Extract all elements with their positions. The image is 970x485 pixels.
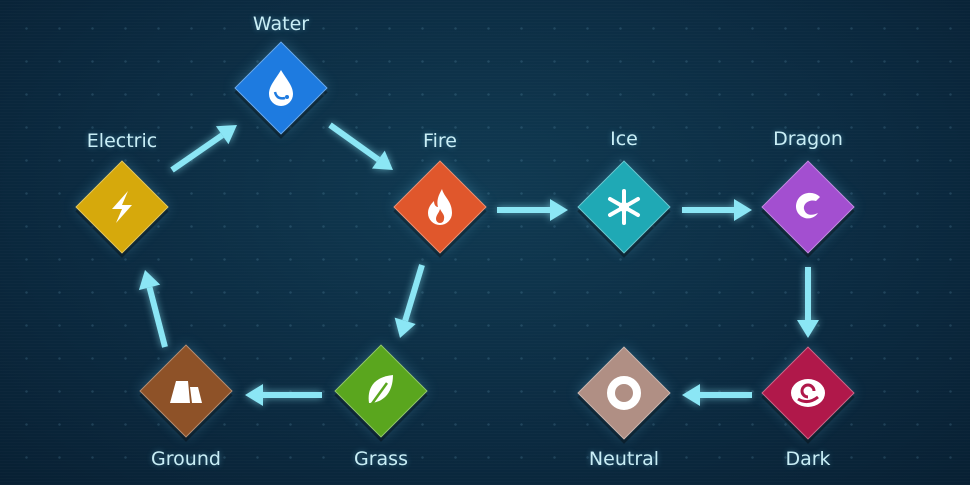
element-label: Ground bbox=[151, 448, 221, 470]
arrow-fire-to-ice bbox=[497, 199, 568, 221]
arrow-ground-to-electric bbox=[138, 270, 168, 348]
arrow-dark-to-neutral bbox=[682, 384, 752, 406]
arrow-water-to-fire bbox=[328, 122, 393, 170]
arrow-grass-to-ground bbox=[245, 384, 322, 406]
dragon-icon bbox=[796, 192, 820, 219]
snowflake-icon bbox=[608, 189, 640, 225]
flame-icon bbox=[428, 189, 452, 225]
element-label: Dark bbox=[785, 448, 831, 470]
rock-icon bbox=[170, 381, 202, 403]
arrow-head bbox=[682, 384, 700, 406]
element-label: Water bbox=[252, 13, 310, 35]
arrow-head bbox=[138, 270, 161, 291]
arrow-shaft bbox=[402, 264, 425, 322]
swirl-icon bbox=[791, 379, 825, 407]
element-label: Dragon bbox=[773, 128, 843, 150]
water-drop-icon bbox=[269, 70, 293, 106]
arrow-shaft bbox=[328, 122, 381, 162]
arrow-ice-to-dragon bbox=[682, 199, 752, 221]
element-label: Fire bbox=[423, 130, 457, 152]
arrow-fire-to-grass bbox=[394, 264, 425, 338]
arrow-head bbox=[734, 199, 752, 221]
arrow-head bbox=[215, 125, 237, 145]
arrow-dragon-to-dark bbox=[797, 267, 819, 338]
arrow-head bbox=[550, 199, 568, 221]
element-label: Neutral bbox=[588, 448, 660, 470]
element-label: Ice bbox=[610, 128, 638, 150]
leaf-icon bbox=[368, 375, 393, 406]
arrow-head bbox=[245, 384, 263, 406]
ring-icon bbox=[607, 376, 641, 410]
element-label: Electric bbox=[86, 130, 158, 152]
arrow-shaft bbox=[146, 286, 168, 348]
arrow-head bbox=[394, 317, 416, 338]
element-label: Grass bbox=[354, 448, 408, 470]
arrow-head bbox=[797, 320, 819, 338]
arrow-electric-to-water bbox=[170, 125, 237, 173]
arrow-head bbox=[371, 150, 393, 170]
arrow-shaft bbox=[170, 132, 224, 173]
lightning-icon bbox=[112, 191, 132, 223]
